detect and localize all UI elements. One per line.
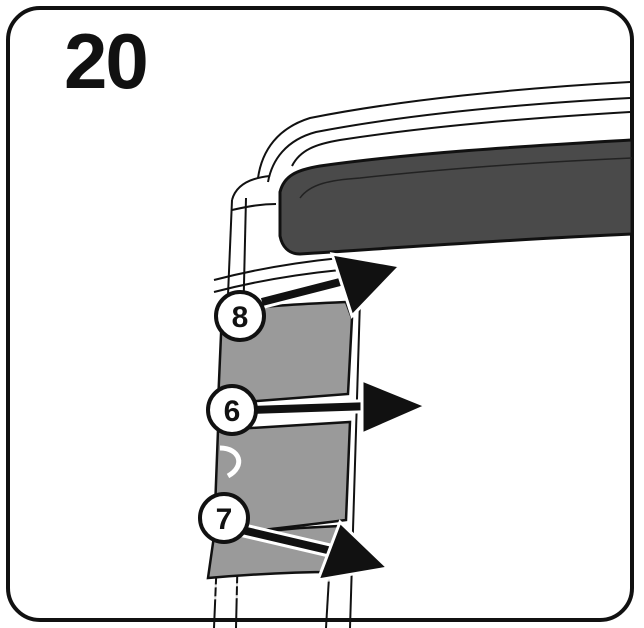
callout-8: 8 [214,290,266,342]
callout-label: 7 [216,503,233,536]
callout-label: 6 [224,395,241,428]
arrow-6 [245,377,430,437]
arrow-right-icon [360,377,430,437]
arrow-8 [255,252,404,319]
arrow-7 [235,519,392,582]
arrow-right-icon [329,252,404,319]
callout-6: 6 [206,384,258,436]
callout-label: 8 [232,301,249,334]
callout-7: 7 [198,492,250,544]
handle-bar [278,138,634,256]
step-number: 20 [64,17,149,105]
arrow-right-icon [315,519,392,582]
